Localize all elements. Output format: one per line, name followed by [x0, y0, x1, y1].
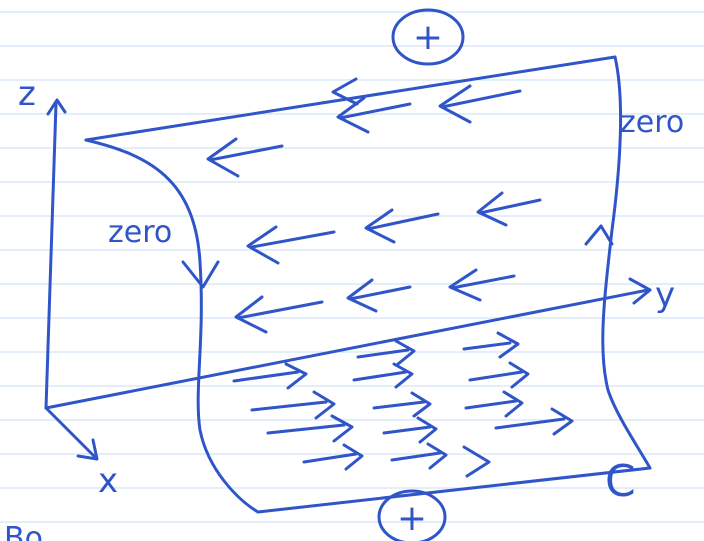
right-edge-zero-label: zero: [620, 105, 684, 140]
surface-outline: [84, 55, 652, 514]
flow-arrow-left: [364, 208, 440, 244]
flow-arrow-right: [468, 361, 530, 389]
left-flow-arrows: [206, 84, 542, 334]
flow-arrow-left: [246, 225, 336, 265]
left-edge-zero-label: zero: [108, 215, 172, 250]
z-axis-label: z: [18, 74, 36, 114]
x-axis: [44, 406, 99, 461]
curve-label: C: [605, 456, 636, 507]
bottom-edge-right-arrow: [462, 445, 491, 478]
flow-arrow-left: [234, 295, 324, 334]
flow-arrow-right: [494, 407, 574, 436]
bottom-plus-sign: +: [377, 489, 447, 541]
flow-arrow-right: [266, 414, 354, 443]
right-edge-up-arrow: [584, 224, 614, 246]
flow-arrow-right: [462, 331, 520, 359]
z-axis: [44, 98, 67, 410]
flow-arrow-right: [250, 390, 336, 420]
surface-left-edge: [84, 138, 260, 514]
flow-arrow-left: [438, 84, 522, 124]
y-axis-label: y: [655, 275, 675, 315]
right-flow-arrows: [232, 331, 574, 471]
svg-text:+: +: [413, 17, 443, 58]
cut-off-text: Bo: [4, 521, 43, 541]
flow-arrow-left: [206, 137, 284, 178]
flow-arrow-right: [352, 362, 414, 389]
surface-right-edge: [601, 55, 652, 470]
flow-arrow-left: [346, 278, 412, 313]
surface-bottom-edge: [256, 466, 652, 514]
flow-arrow-left: [476, 191, 542, 227]
flow-arrow-right: [382, 416, 438, 444]
flow-arrow-left: [336, 96, 412, 134]
flow-arrow-right: [390, 442, 448, 470]
flow-arrow-right: [464, 390, 524, 418]
x-axis-label: x: [98, 461, 118, 501]
surface-top-edge: [84, 55, 617, 142]
flow-arrow-right: [356, 339, 416, 366]
flow-arrow-right: [372, 391, 432, 418]
top-plus-sign: +: [391, 8, 465, 66]
y-axis: [44, 277, 652, 410]
flow-arrow-right: [232, 362, 308, 390]
flow-arrow-right: [302, 443, 364, 471]
ruled-lines: [0, 11, 704, 523]
svg-text:+: +: [397, 498, 427, 539]
flow-arrow-left: [448, 268, 516, 302]
left-edge-down-arrow: [181, 260, 220, 289]
top-edge-left-arrow: [331, 77, 359, 106]
